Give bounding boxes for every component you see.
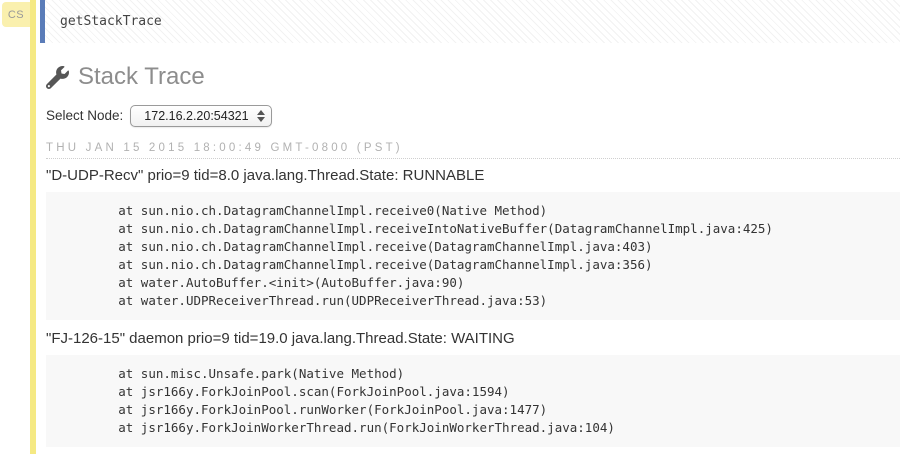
cell-type-badge: CS — [2, 2, 30, 27]
stack-trace-block: at sun.misc.Unsafe.park(Native Method) a… — [46, 355, 900, 447]
wrench-icon — [46, 65, 69, 89]
cell-code-text[interactable]: getStackTrace — [60, 14, 162, 29]
node-select-row: Select Node: 172.16.2.20:54321 — [46, 104, 900, 127]
cell-selection-rail — [30, 0, 36, 454]
node-select[interactable]: 172.16.2.20:54321 — [130, 104, 272, 127]
thread-header: "D-UDP-Recv" prio=9 tid=8.0 java.lang.Th… — [46, 167, 485, 184]
node-select-label: Select Node: — [46, 108, 124, 123]
stack-trace-block: at sun.nio.ch.DatagramChannelImpl.receiv… — [46, 192, 900, 320]
node-select-value: 172.16.2.20:54321 — [144, 108, 249, 123]
thread-header: "FJ-126-15" daemon prio=9 tid=19.0 java.… — [46, 330, 515, 347]
notebook-cell-input[interactable]: getStackTrace — [40, 0, 900, 43]
cell-output: Stack Trace Select Node: 172.16.2.20:543… — [46, 43, 900, 447]
output-title-row: Stack Trace — [46, 63, 900, 91]
select-stepper-icon — [256, 109, 265, 122]
page-title: Stack Trace — [78, 63, 205, 90]
timestamp: THU JAN 15 2015 18:00:49 GMT-0800 (PST) — [46, 142, 900, 159]
